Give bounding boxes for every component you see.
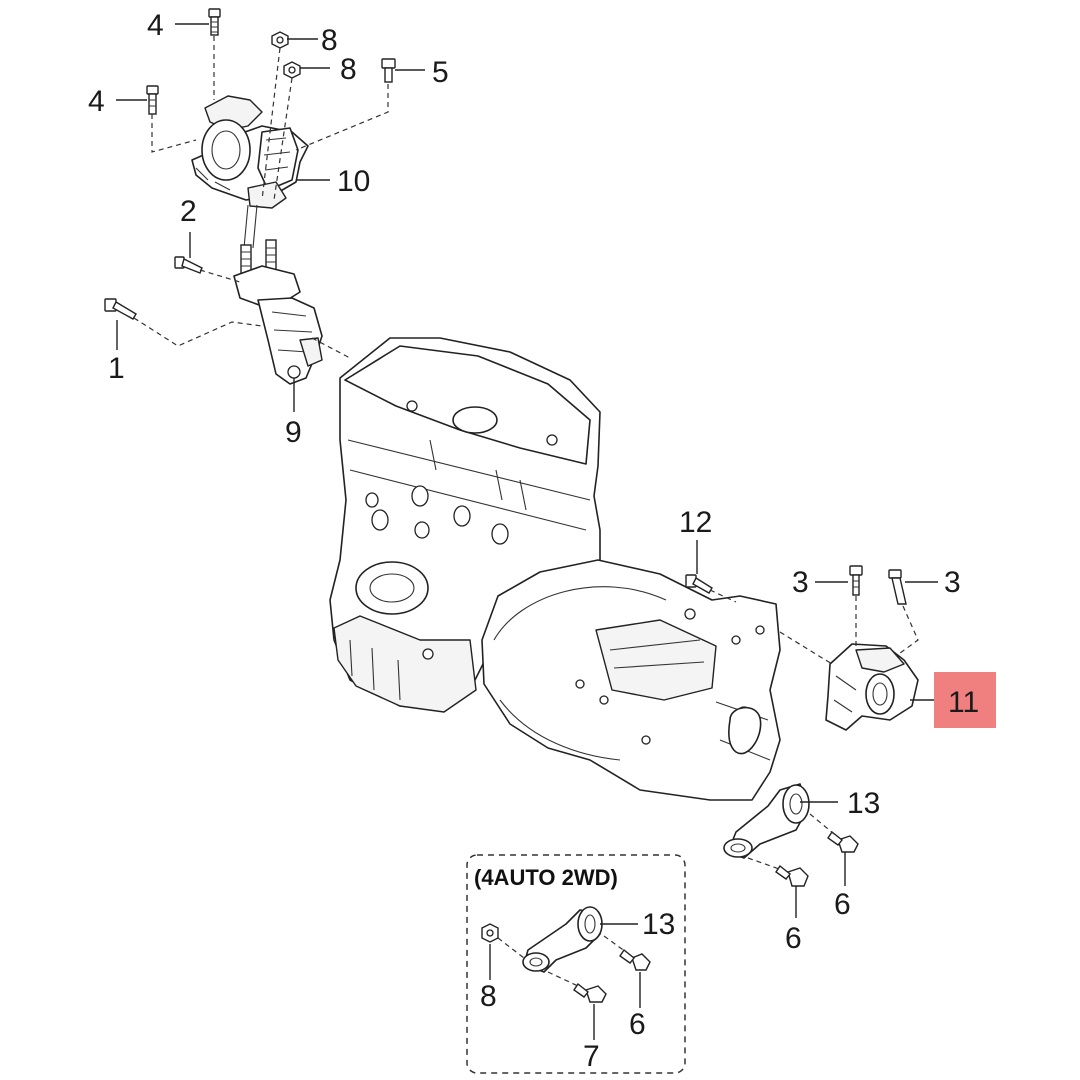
roll-stopper-13 <box>723 783 810 859</box>
callout-8-a: 8 <box>321 24 338 57</box>
callout-4-left: 4 <box>88 85 105 118</box>
callout-12: 12 <box>679 506 712 539</box>
callout-13: 13 <box>847 787 880 820</box>
callout-labels: 4 4 8 8 5 10 2 1 9 12 3 3 11 13 6 6 13 8… <box>88 9 979 1073</box>
bolt-12 <box>685 574 713 594</box>
callout-10: 10 <box>337 165 370 198</box>
leader-lines <box>116 23 938 918</box>
mount-bracket-9 <box>233 265 323 385</box>
callout-8-inset: 8 <box>480 980 497 1013</box>
mount-bracket-10 <box>191 95 309 209</box>
callout-6-lower: 6 <box>785 922 802 955</box>
bolt-4-top <box>208 8 221 36</box>
callout-13-inset: 13 <box>642 908 675 941</box>
inset-bolt-6 <box>619 948 651 971</box>
transmission-case <box>481 559 781 801</box>
bolt-6-lower <box>775 864 809 887</box>
mount-studs <box>240 204 277 276</box>
bolt-3-right <box>888 569 907 605</box>
callout-11: 11 <box>948 686 979 719</box>
callout-3-left: 3 <box>792 566 809 599</box>
highlight-box-11 <box>934 672 996 728</box>
transmission-mount-11 <box>825 643 919 731</box>
inset-bolt-7 <box>573 982 607 1003</box>
callout-2: 2 <box>180 195 197 228</box>
callout-3-right: 3 <box>944 566 961 599</box>
engine-block <box>329 337 601 713</box>
bolt-4-left <box>146 85 159 115</box>
bolt-6-right <box>827 830 859 853</box>
callout-4-top: 4 <box>147 9 164 42</box>
inset-roll-stopper-13 <box>522 906 603 973</box>
bolt-2 <box>174 256 203 274</box>
callout-8-b: 8 <box>340 53 357 86</box>
callout-1: 1 <box>108 352 125 385</box>
inset-nut-8 <box>481 923 499 943</box>
nut-8-a <box>271 31 289 49</box>
inset-box: (4AUTO 2WD) <box>466 854 686 1074</box>
callout-5: 5 <box>432 56 449 89</box>
bolt-5 <box>381 58 396 83</box>
callout-7-inset: 7 <box>583 1040 600 1073</box>
callout-6-inset: 6 <box>629 1008 646 1041</box>
nut-8-b <box>283 61 301 79</box>
callout-6-right: 6 <box>834 888 851 921</box>
inset-title: (4AUTO 2WD) <box>474 865 618 890</box>
assembly-dashed-lines <box>133 36 919 871</box>
bolt-3-left <box>849 565 863 596</box>
bolt-1 <box>104 298 137 320</box>
callout-9: 9 <box>285 416 302 449</box>
